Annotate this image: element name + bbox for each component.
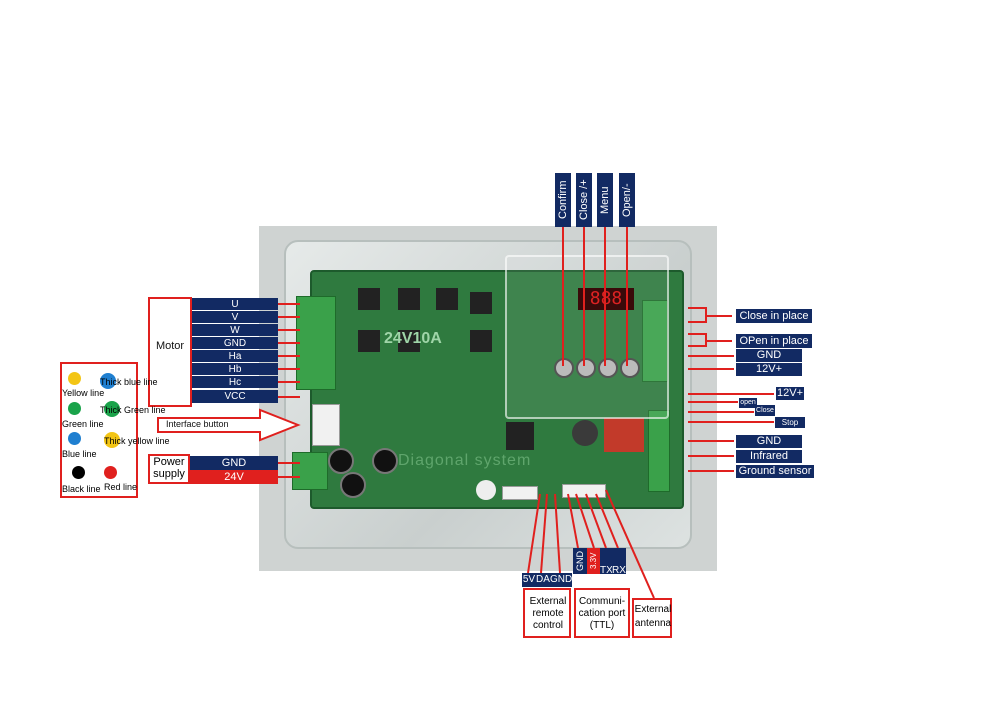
relay: [604, 418, 644, 452]
label-menu: Menu: [597, 173, 613, 227]
mosfet: [398, 288, 420, 310]
remote-pin-gnd: GND: [550, 573, 573, 587]
green-line-dot: [68, 402, 81, 415]
antenna-label: External antenna: [634, 604, 672, 629]
mosfet: [398, 330, 420, 352]
motor-pin-v: V: [192, 311, 278, 323]
label-close: Close: [755, 405, 775, 416]
label-open-minus: Open/-: [619, 173, 635, 227]
label-ground-sensor: Ground sensor: [736, 465, 814, 478]
open-minus-switch: [620, 358, 640, 378]
mosfet: [358, 330, 380, 352]
power-pin-gnd: GND: [190, 456, 278, 470]
thick-green-line-dot: [104, 401, 120, 417]
comm-label-box: [574, 588, 630, 638]
motor-pin-ha: Ha: [192, 350, 278, 362]
power-supply-box: [148, 454, 190, 484]
power-supply-title: Power supply: [153, 456, 185, 480]
motor-pin-u: U: [192, 298, 278, 310]
label-12v-bottom: 12V+: [776, 387, 804, 400]
pcb-silkscreen: Diagonal system: [398, 452, 532, 469]
motor-pin-gnd: GND: [192, 337, 278, 349]
confirm-switch: [554, 358, 574, 378]
blue-line-dot: [68, 432, 81, 445]
thick-blue-line-dot: [100, 373, 116, 389]
black-line-dot: [72, 466, 85, 479]
label-close-plus: Close /+: [576, 173, 592, 227]
interface-connector: [312, 404, 340, 446]
comm-label: Communi-cation port (TTL): [578, 596, 626, 631]
motor-group-box: [148, 297, 192, 407]
ttl-connector: [562, 484, 606, 498]
microcontroller-chip: [506, 422, 534, 450]
remote-pin-5v: 5V: [522, 573, 536, 587]
remote-pin-da: DA: [536, 573, 550, 587]
close-plus-switch: [576, 358, 596, 378]
crystal: [476, 480, 496, 500]
power-pin-24v: 24V: [190, 470, 278, 484]
seven-segment-display: 888: [578, 288, 634, 310]
motor-terminal-block: [296, 296, 336, 390]
label-confirm: Confirm: [555, 173, 571, 227]
label-infrared: Infrared: [736, 450, 802, 463]
capacitor: [328, 448, 354, 474]
thick-yellow-line-dot: [104, 432, 120, 448]
label-gnd-bottom: GND: [736, 435, 802, 448]
right-terminal-block-top: [642, 300, 668, 382]
capacitor: [372, 448, 398, 474]
buzzer: [572, 420, 598, 446]
remote-connector: [502, 486, 538, 500]
display-window: [505, 255, 669, 419]
motor-title: Motor: [155, 340, 185, 352]
mosfet: [470, 292, 492, 314]
label-12v-top: 12V+: [736, 363, 802, 376]
legend-green-line: Green line: [62, 419, 104, 429]
comm-pin-tx: TX: [600, 548, 613, 576]
pcb-marking: 24V10A: [384, 330, 442, 347]
right-terminal-block-bottom: [648, 410, 670, 492]
mosfet: [470, 330, 492, 352]
label-close-in-place: Close in place: [736, 309, 812, 323]
menu-switch: [598, 358, 618, 378]
label-open: open: [739, 398, 757, 408]
remote-label-box: [523, 588, 571, 638]
motor-pin-hc: Hc: [192, 376, 278, 388]
comm-pin-gnd: GND: [573, 548, 587, 574]
legend-thick-green-line: Thick Green line: [100, 405, 166, 415]
mosfet: [436, 288, 458, 310]
legend-blue-line: Blue line: [62, 449, 97, 459]
remote-label: External remote control: [529, 596, 567, 631]
antenna-label-box: [632, 598, 672, 638]
wire-legend-box: [60, 362, 138, 498]
mosfet: [358, 288, 380, 310]
label-gnd-top: GND: [736, 349, 802, 362]
legend-red-line: Red line: [104, 482, 138, 492]
yellow-line-dot: [68, 372, 81, 385]
legend-black-line: Black line: [62, 484, 101, 494]
label-stop: Stop: [775, 417, 805, 428]
interface-button-label: Interface button: [166, 419, 229, 429]
legend-thick-yellow-line: Thick yellow line: [104, 436, 170, 446]
legend-thick-blue-line: Thick blue line: [100, 377, 158, 387]
red-line-dot: [104, 466, 117, 479]
comm-pin-3v3: 3.3V: [587, 548, 600, 574]
power-terminal-block: [292, 452, 328, 490]
motor-pin-hb: Hb: [192, 363, 278, 375]
label-open-in-place: OPen in place: [736, 334, 812, 348]
motor-pin-w: W: [192, 324, 278, 336]
motor-pin-vcc: VCC: [192, 390, 278, 403]
legend-yellow-line: Yellow line: [62, 388, 105, 398]
capacitor: [340, 472, 366, 498]
comm-pin-rx: RX: [612, 548, 626, 576]
